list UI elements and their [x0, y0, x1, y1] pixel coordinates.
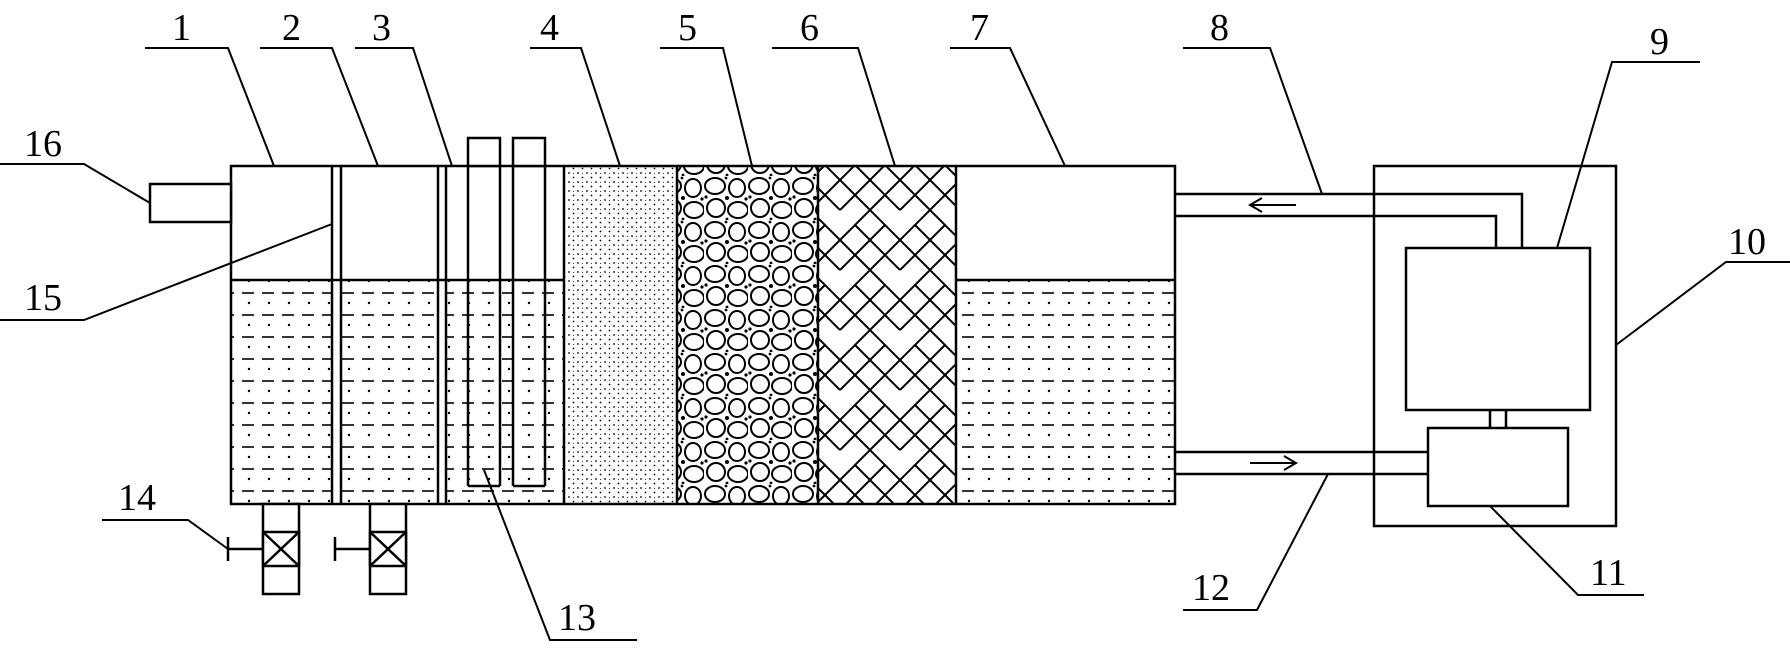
- water-zone-2: [341, 280, 438, 504]
- inlet-pipe: [148, 182, 233, 224]
- label-14: 14: [118, 477, 156, 519]
- label-2: 2: [282, 7, 301, 49]
- leader-10: [1615, 261, 1790, 346]
- leader-15: [0, 223, 333, 321]
- main-tank: [229, 164, 1177, 506]
- leader-1: [145, 47, 275, 167]
- lower-module: [1426, 426, 1570, 508]
- leader-9: [1556, 61, 1700, 249]
- drain-valve-2: [333, 502, 408, 596]
- label-5: 5: [678, 7, 697, 49]
- label-9: 9: [1650, 21, 1669, 63]
- water-zone-3: [446, 280, 564, 504]
- upper-module: [1404, 246, 1592, 412]
- leader-8: [1183, 47, 1323, 195]
- leader-16: [0, 163, 151, 204]
- label-7: 7: [970, 7, 989, 49]
- label-3: 3: [372, 7, 391, 49]
- label-4: 4: [540, 7, 559, 49]
- label-16: 16: [24, 123, 62, 165]
- label-6: 6: [800, 7, 819, 49]
- label-15: 15: [24, 277, 62, 319]
- label-10: 10: [1728, 221, 1766, 263]
- leader-2: [260, 47, 379, 167]
- supply-pipe: [1175, 450, 1428, 476]
- label-11: 11: [1590, 552, 1627, 594]
- return-pipe: [1175, 192, 1524, 248]
- module-connector: [1488, 410, 1508, 428]
- leader-7: [950, 47, 1066, 167]
- drain-valve-1: [226, 502, 301, 596]
- leader-3: [355, 47, 453, 167]
- water-zone-7: [956, 280, 1175, 504]
- leader-5: [660, 47, 753, 167]
- leader-6: [772, 47, 896, 167]
- leader-4: [530, 47, 621, 167]
- gravel-filter-layer: [677, 166, 818, 504]
- leader-14: [102, 519, 229, 550]
- label-13: 13: [558, 597, 596, 639]
- u-tube-electrode: [466, 136, 547, 488]
- sand-filter-layer: [564, 166, 677, 504]
- external-housing: [1372, 164, 1618, 528]
- leader-12: [1183, 473, 1329, 611]
- label-8: 8: [1210, 7, 1229, 49]
- leader-11: [1489, 505, 1644, 596]
- label-1: 1: [172, 7, 191, 49]
- return-flow-arrow-icon: [1248, 197, 1296, 213]
- herringbone-filter-layer: [818, 166, 956, 504]
- leader-13: [483, 469, 637, 641]
- water-zone-1: [231, 280, 332, 504]
- label-12: 12: [1192, 567, 1230, 609]
- supply-flow-arrow-icon: [1250, 455, 1298, 471]
